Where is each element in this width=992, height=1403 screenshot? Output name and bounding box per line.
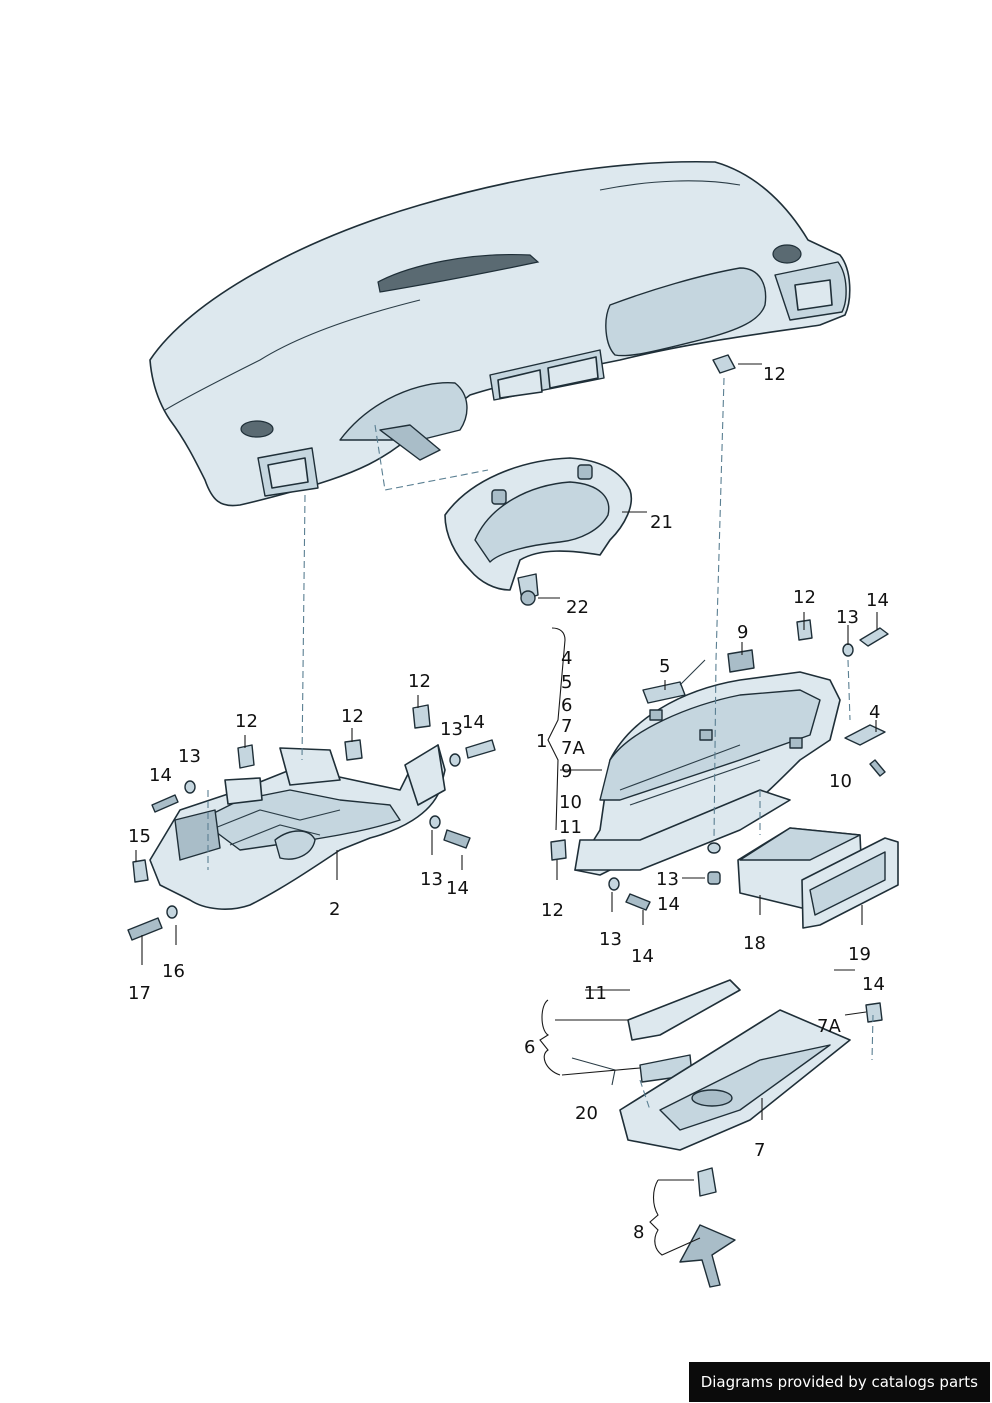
connector-dashed-lines <box>207 377 874 1111</box>
callout-12-right: 12 <box>793 587 816 608</box>
callout-5: 5 <box>561 672 572 693</box>
footer-credit-badge: Diagrams provided by catalogs parts <box>688 1362 990 1402</box>
callout-13-left-a: 13 <box>178 746 201 767</box>
callout-5-right: 5 <box>659 656 670 677</box>
callout-12-lower: 12 <box>541 900 564 921</box>
callout-14-box: 14 <box>862 974 885 995</box>
callout-11-lid: 11 <box>584 983 607 1004</box>
callout-13-left-b: 13 <box>440 719 463 740</box>
callout-6: 6 <box>561 695 572 716</box>
callout-14-right: 14 <box>866 590 889 611</box>
leader-lines <box>135 363 878 1256</box>
callout-14-lid: 14 <box>631 946 654 967</box>
callout-12-left-c: 12 <box>408 671 431 692</box>
callout-12: 12 <box>763 364 786 385</box>
callout-14-left-b: 14 <box>462 712 485 733</box>
callout-19: 19 <box>848 944 871 965</box>
instrument-cluster-housing <box>444 457 632 606</box>
dashboard-panel <box>149 160 851 507</box>
callout-13-center: 13 <box>656 869 679 890</box>
callout-7-lid: 7 <box>754 1140 765 1161</box>
callout-10-right: 10 <box>829 771 852 792</box>
callout-8: 8 <box>633 1222 644 1243</box>
callout-1: 1 <box>536 731 547 752</box>
callout-17: 17 <box>128 983 151 1004</box>
callout-13-left-c: 13 <box>420 869 443 890</box>
callout-20: 20 <box>575 1103 598 1124</box>
callout-14-left-a: 14 <box>149 765 172 786</box>
callout-13-lower: 13 <box>599 929 622 950</box>
glovebox-housing <box>574 671 841 876</box>
callout-4: 4 <box>561 648 572 669</box>
callout-21: 21 <box>650 512 673 533</box>
callout-12-left-b: 12 <box>341 706 364 727</box>
callout-6-lid: 6 <box>524 1037 535 1058</box>
callout-15: 15 <box>128 826 151 847</box>
callout-11: 11 <box>559 817 582 838</box>
callout-4-right: 4 <box>869 702 880 723</box>
callout-9: 9 <box>561 761 572 782</box>
callout-22: 22 <box>566 597 589 618</box>
callout-13-right: 13 <box>836 607 859 628</box>
callout-9-right: 9 <box>737 622 748 643</box>
callout-16: 16 <box>162 961 185 982</box>
callout-7: 7 <box>561 716 572 737</box>
callout-7a-lid: 7A <box>817 1016 841 1037</box>
callout-18: 18 <box>743 933 766 954</box>
callout-14-center: 14 <box>657 894 680 915</box>
callout-7a: 7A <box>561 738 585 759</box>
callout-2: 2 <box>329 899 340 920</box>
callout-12-left-a: 12 <box>235 711 258 732</box>
callout-labels: 21 12 22 4 5 6 7 7A 1 9 10 11 12 12 13 1… <box>128 364 889 1243</box>
callout-10: 10 <box>559 792 582 813</box>
callout-14-left-c: 14 <box>446 878 469 899</box>
left-lower-trim-panel <box>149 744 446 910</box>
